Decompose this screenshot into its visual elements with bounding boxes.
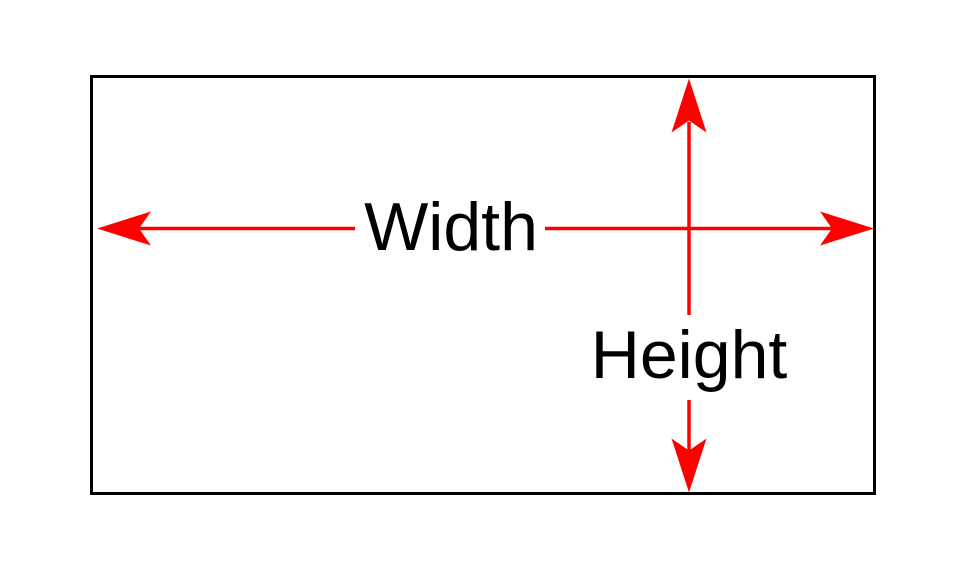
height-label: Height	[591, 317, 788, 393]
rectangle-outline	[90, 75, 876, 495]
width-label: Width	[364, 189, 538, 265]
left-arrowhead-icon	[97, 211, 151, 246]
height-arrow	[671, 78, 707, 493]
down-arrowhead-icon	[671, 438, 707, 493]
up-arrowhead-icon	[671, 78, 707, 133]
width-arrow	[97, 211, 874, 246]
right-arrowhead-icon	[820, 211, 874, 246]
